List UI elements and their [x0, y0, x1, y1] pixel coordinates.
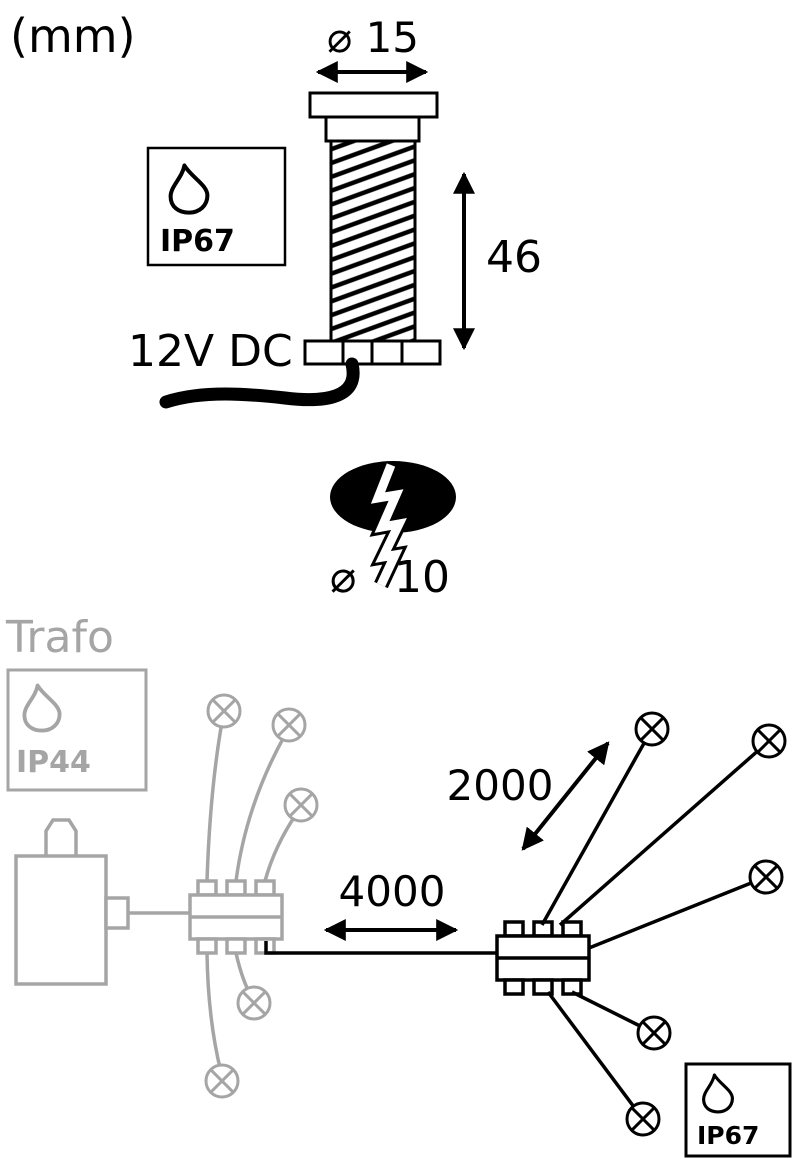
lamp-icon-gray: [206, 693, 242, 729]
ip67-badge-border: [684, 1062, 792, 1158]
lamp-icon-gray: [283, 787, 319, 823]
wire: [263, 812, 299, 882]
fixture-top-flange: [308, 91, 439, 119]
ip44-badge-box: IP44: [6, 668, 148, 792]
ip67-badge-label: IP67: [697, 1121, 759, 1150]
terminal-tab: [503, 978, 525, 996]
lamp-icon-gray: [204, 1063, 240, 1099]
fixture-collar: [324, 115, 421, 143]
terminal-tab: [561, 920, 583, 938]
wire: [205, 721, 224, 882]
cable-length-2000-arrow: [521, 741, 610, 851]
lamp-icon-gray: [236, 985, 272, 1021]
units-label: (mm): [10, 9, 136, 63]
ip67-badge-label: IP67: [160, 224, 235, 259]
fixture-cable: [159, 357, 360, 409]
trafo-label: Trafo: [5, 612, 114, 663]
terminal-tab: [561, 978, 583, 996]
mounting-hole: [330, 461, 456, 589]
terminal-tab: [196, 937, 218, 955]
terminal-tab: [196, 879, 218, 897]
hole-diameter-symbol: ⌀: [330, 552, 357, 603]
ip67-badge-box-top: IP67: [146, 146, 287, 267]
main-cable: [264, 941, 499, 955]
transformer-output: [104, 896, 130, 930]
wire: [546, 990, 645, 1121]
cable-length-4000-label: 4000: [339, 867, 446, 916]
lamp-icon: [625, 1101, 661, 1137]
terminal-tab: [254, 879, 276, 897]
fixture-illustration: [159, 91, 442, 409]
ip67-badge-border: [146, 146, 287, 267]
wire: [205, 952, 223, 1073]
transformer-illustration: [14, 818, 190, 986]
ip44-badge-label: IP44: [16, 745, 91, 780]
power-label: 12V DC: [128, 326, 293, 377]
height-dimension-label: 46: [486, 232, 542, 283]
terminal-tab: [503, 920, 525, 938]
ip44-badge-border: [6, 668, 148, 792]
fixture-threaded-body: [331, 141, 415, 341]
terminal-tab: [532, 978, 554, 996]
distribution-block-black: [495, 920, 591, 996]
wire: [588, 875, 767, 950]
terminal-tab: [225, 879, 247, 897]
ip67-badge-box-bottom: IP67: [684, 1062, 792, 1158]
cable-length-2000-label: 2000: [447, 761, 554, 810]
terminal-tab: [225, 937, 247, 955]
lamp-icon-gray: [271, 707, 307, 743]
transformer-plug: [44, 818, 78, 856]
hole-diameter-value: 10: [394, 552, 450, 603]
lamp-icon: [636, 1015, 672, 1051]
distribution-block-gray: [188, 879, 284, 955]
lamp-icon: [634, 711, 670, 747]
zigzag-cutout: [370, 463, 407, 587]
wire: [234, 734, 287, 882]
lamp-icon: [751, 723, 787, 759]
transformer-body: [14, 854, 108, 986]
wire: [558, 739, 771, 927]
lamp-icon: [748, 859, 784, 895]
diameter-dimension-label: ⌀ 15: [327, 13, 419, 62]
